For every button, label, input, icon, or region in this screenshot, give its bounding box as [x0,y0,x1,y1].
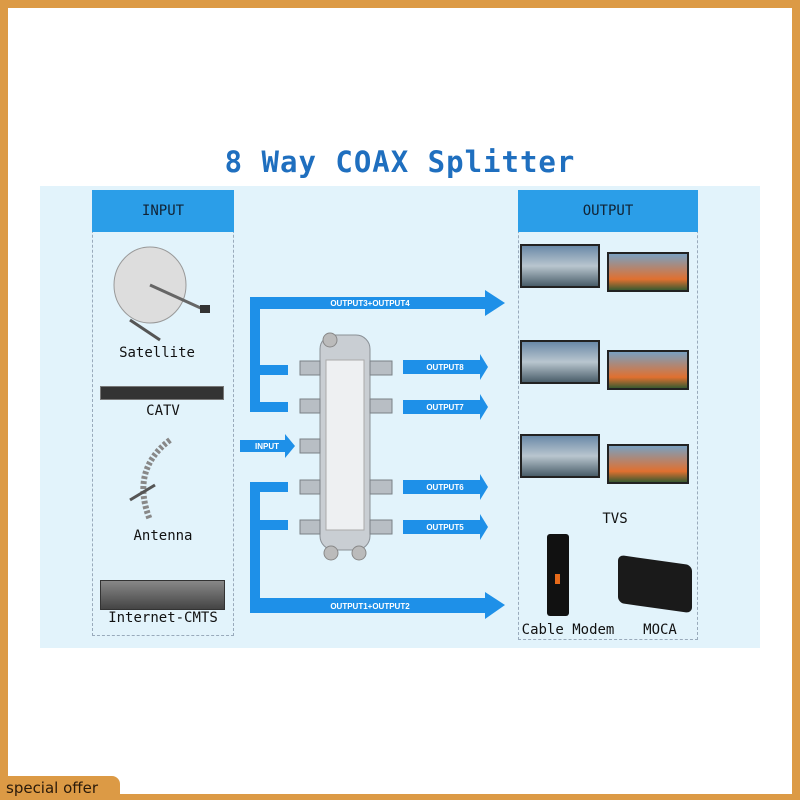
tv-image [520,434,600,478]
splitter-diagram: OUTPUT3+OUTPUT4 OUTPUT8 OUTPUT7 INPUT OU… [240,290,505,619]
source-label-satellite: Satellite [119,345,195,361]
antenna-image [129,437,172,522]
arrow-label-output8: OUTPUT8 [426,363,464,372]
arrow-label-output5: OUTPUT5 [426,523,464,532]
output5-arrow [403,514,488,540]
input-arrow [240,434,295,458]
splitter-image [299,332,393,561]
tvs-label: TVS [602,511,628,527]
moca-label: MOCA [643,622,677,638]
cmts-image [100,580,225,610]
output1-2-arrow [250,482,505,619]
arrow-label-output1-2: OUTPUT1+OUTPUT2 [330,602,410,611]
tv-image [607,444,689,484]
diagram-title: 8 Way COAX Splitter [224,145,576,179]
arrow-label-output6: OUTPUT6 [426,483,464,492]
tv-image [520,244,600,288]
satellite-dish-image [113,246,210,342]
output8-arrow [403,354,488,380]
input-header: INPUT [92,190,234,232]
output7-arrow [403,394,488,420]
source-label-cmts: Internet-CMTS [108,610,218,626]
tv-image [607,350,689,390]
source-label-catv: CATV [146,403,180,419]
cable-modem-label: Cable Modem [521,622,615,638]
special-offer-badge: special offer [0,776,120,800]
cable-modem-image [547,534,569,616]
arrow-label-input: INPUT [255,442,279,451]
output6-arrow [403,474,488,500]
catv-box-image [100,386,224,400]
output3-4-arrow [250,290,505,412]
source-label-antenna: Antenna [133,528,193,544]
arrow-label-output3-4: OUTPUT3+OUTPUT4 [330,299,410,308]
arrow-label-output7: OUTPUT7 [426,403,464,412]
tv-image [520,340,600,384]
moca-image [618,554,692,614]
output-header: OUTPUT [518,190,698,232]
tv-image [607,252,689,292]
